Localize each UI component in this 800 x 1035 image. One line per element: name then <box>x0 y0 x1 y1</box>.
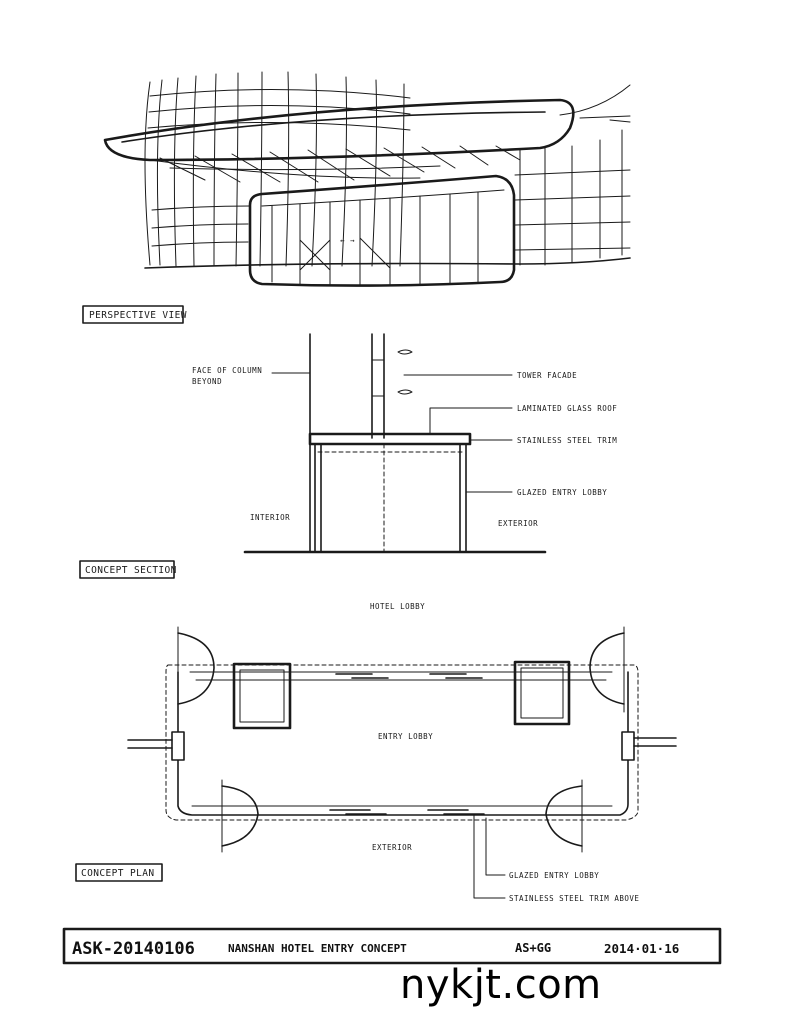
laminated-glass-roof <box>308 432 472 446</box>
label-hotel-lobby: HOTEL LOBBY <box>370 602 425 611</box>
label-exterior-section: EXTERIOR <box>498 519 538 528</box>
label-laminated-glass-roof: LAMINATED GLASS ROOF <box>517 404 617 413</box>
column-east-inner <box>520 667 564 719</box>
tower-grid-right <box>514 84 631 266</box>
caption-section-text: CONCEPT SECTION <box>85 565 177 576</box>
swing-door-sw <box>221 785 259 847</box>
label-glazed-entry-lobby-plan: GLAZED ENTRY LOBBY <box>509 871 599 880</box>
trim-lines-north <box>189 671 613 681</box>
leader-glazed-entry-lobby-plan <box>485 817 506 876</box>
glazed-envelope <box>171 671 635 816</box>
column-west <box>232 662 292 730</box>
column-west-inner <box>239 669 285 723</box>
caption-box <box>79 560 175 579</box>
leader-laminated-glass-roof <box>429 407 513 435</box>
sheet-title: NANSHAN HOTEL ENTRY CONCEPT <box>228 942 407 955</box>
perspective-view-drawing: ← → <box>103 71 631 287</box>
caption-box <box>75 863 163 882</box>
entry-pavilion: ← → <box>248 174 516 287</box>
label-exterior-plan: EXTERIOR <box>372 843 412 852</box>
glazed-wall-exterior <box>459 443 467 553</box>
watermark-text: nykjt.com <box>400 962 602 1008</box>
label-tower-facade: TOWER FACADE <box>517 371 577 380</box>
label-stainless-steel-trim-above: STAINLESS STEEL TRIM ABOVE <box>509 894 639 903</box>
tower-grid-left <box>144 71 411 267</box>
title-block: ASK-20140106 NANSHAN HOTEL ENTRY CONCEPT… <box>62 927 722 965</box>
leader-stainless-steel-trim-above <box>473 813 506 899</box>
caption-perspective-view: PERSPECTIVE VIEW <box>82 305 187 324</box>
caption-perspective-text: PERSPECTIVE VIEW <box>89 310 187 321</box>
label-interior: INTERIOR <box>250 513 290 522</box>
sheet-number: ASK-20140106 <box>72 939 195 959</box>
sliding-doors-north <box>335 673 483 679</box>
label-glazed-entry-lobby: GLAZED ENTRY LOBBY <box>517 488 607 497</box>
sheet-date: 2014·01·16 <box>604 941 679 956</box>
title-block-frame <box>62 927 722 965</box>
caption-concept-plan: CONCEPT PLAN <box>75 863 163 882</box>
label-beyond: BEYOND <box>192 377 222 386</box>
facade-fin-details <box>397 349 413 395</box>
ground-line-perspective <box>144 257 631 269</box>
canopy <box>103 98 575 183</box>
label-stainless-steel-trim: STAINLESS STEEL TRIM <box>517 436 617 445</box>
label-face-of-column: FACE OF COLUMN <box>192 366 262 375</box>
caption-plan-text: CONCEPT PLAN <box>81 868 154 879</box>
swing-door-nw <box>177 632 215 705</box>
caption-box <box>82 305 184 324</box>
wall-connection-west <box>127 739 173 749</box>
glazed-wall-interior <box>314 443 322 553</box>
swing-door-ne <box>589 632 625 705</box>
concept-section-drawing: FACE OF COLUMN BEYOND TOWER FACADE LAMIN… <box>192 333 617 554</box>
facade-transom <box>371 359 385 397</box>
column-east <box>513 660 571 726</box>
wall-connection-east <box>633 737 677 747</box>
sliding-doors-south <box>329 809 485 815</box>
caption-concept-section: CONCEPT SECTION <box>79 560 177 579</box>
swing-door-se <box>545 785 583 847</box>
concept-plan-drawing: HOTEL LOBBY ENTRY LOBBY EXTERIOR GLA <box>127 602 677 903</box>
door-arrows: ← → <box>340 236 355 245</box>
label-entry-lobby: ENTRY LOBBY <box>378 732 433 741</box>
authors: AS+GG <box>515 941 551 955</box>
plan-outline-dashed <box>165 664 639 821</box>
